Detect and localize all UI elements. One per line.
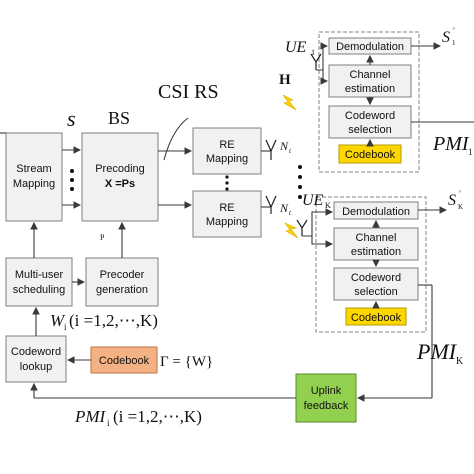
nt2-label: N <box>279 201 289 215</box>
pmii-label: PMI <box>74 407 107 426</box>
pmik-label: PMI <box>416 339 458 364</box>
sk-prime-label: S <box>448 192 456 209</box>
bs-codebook-block: Codebook <box>90 346 158 374</box>
cl-label-1: Codeword <box>11 346 61 358</box>
re-mapping-2-label-1: RE <box>219 202 234 214</box>
multi-user-scheduling-block: Multi-user scheduling <box>5 257 73 307</box>
stream-mapping-block: Stream Mapping <box>5 132 63 222</box>
pg-label-1: Precoder <box>100 269 145 281</box>
signal-arrows <box>0 42 474 402</box>
antenna-icon <box>265 53 322 236</box>
ellipsis-dots <box>70 165 302 199</box>
uek-cs-label-2: selection <box>354 286 397 298</box>
uplink-label-1: Uplink <box>311 385 342 397</box>
re-mapping-block-1: RE Mapping <box>192 127 262 175</box>
wi-range: (i =1,2,⋯,K) <box>69 311 158 330</box>
pmi1-sub: 1 <box>468 147 473 157</box>
uek-cs-label-1: Codeword <box>351 272 401 284</box>
pmii-sub: i <box>107 418 110 428</box>
sk-prime-mark: ′ <box>459 189 461 199</box>
uek-demodulation-label: Demodulation <box>342 206 410 218</box>
re-mapping-1-label-1: RE <box>219 139 234 151</box>
csi-rs-pointer <box>163 117 189 161</box>
ue1-label: UE <box>285 39 307 56</box>
csi-rs-label: CSI RS <box>158 81 219 103</box>
uek-codebook-label: Codebook <box>351 312 402 324</box>
sk-prime-sub: K <box>458 203 463 211</box>
ue1-ce-label-2: estimation <box>345 83 395 95</box>
wi-sub: i <box>64 322 67 332</box>
uplink-label-2: feedback <box>304 400 349 412</box>
re-mapping-2-label-2: Mapping <box>206 216 248 228</box>
p-label: P <box>100 233 105 242</box>
uek-sub: K <box>325 201 331 210</box>
wi-label: W <box>50 311 66 330</box>
ue1-demodulation-label: Demodulation <box>336 41 404 53</box>
nt1-sub: t <box>289 147 292 155</box>
precoding-block: Precoding X =Ps <box>81 132 159 222</box>
lightning-icon <box>282 94 299 239</box>
uek-label: UE <box>302 192 324 209</box>
gamma-set-label: Γ = {W} <box>160 354 213 370</box>
ue1-sub: 1 <box>311 48 315 57</box>
ue1-ce-label-1: Channel <box>350 69 391 81</box>
s1-prime-sub: 1 <box>452 39 456 47</box>
mus-label-2: scheduling <box>13 284 66 296</box>
pmi1-label: PMI <box>432 133 470 155</box>
uplink-feedback-block: Uplink feedback <box>295 373 357 423</box>
s1-prime-mark: ′ <box>453 26 455 36</box>
precoder-generation-block: Precoder generation <box>85 257 159 307</box>
channel-h-label: H <box>279 72 291 88</box>
cl-label-2: lookup <box>20 361 52 373</box>
s1-prime-label: S <box>442 29 450 46</box>
uek-receiver-group: Demodulation Channel estimation Codeword… <box>315 196 427 333</box>
codeword-lookup-block: Codeword lookup <box>5 335 67 383</box>
ue1-cs-label-2: selection <box>348 124 391 136</box>
bs-label: BS <box>108 108 130 128</box>
ue1-receiver-group: Demodulation Channel estimation Codeword… <box>318 31 420 173</box>
re-mapping-1-label-2: Mapping <box>206 153 248 165</box>
pmik-sub: K <box>456 356 464 367</box>
ue1-codebook-label: Codebook <box>345 149 396 161</box>
pg-label-2: generation <box>96 284 148 296</box>
mus-label-1: Multi-user <box>15 269 64 281</box>
stream-mapping-label-1: Stream <box>16 163 51 175</box>
uek-ce-label-2: estimation <box>351 246 401 258</box>
symbol-s: s <box>67 106 76 131</box>
nt2-sub: t <box>289 209 292 217</box>
stream-mapping-label-2: Mapping <box>13 178 55 190</box>
uek-ce-label-1: Channel <box>356 232 397 244</box>
nt1-label: N <box>279 139 289 153</box>
precoding-formula: X =Ps <box>105 178 135 190</box>
re-mapping-block-2: RE Mapping <box>192 190 262 238</box>
bs-codebook-label: Codebook <box>99 355 150 367</box>
precoding-label: Precoding <box>95 163 145 175</box>
ue1-cs-label-1: Codeword <box>345 110 395 122</box>
pmii-range: (i =1,2,⋯,K) <box>113 407 202 426</box>
